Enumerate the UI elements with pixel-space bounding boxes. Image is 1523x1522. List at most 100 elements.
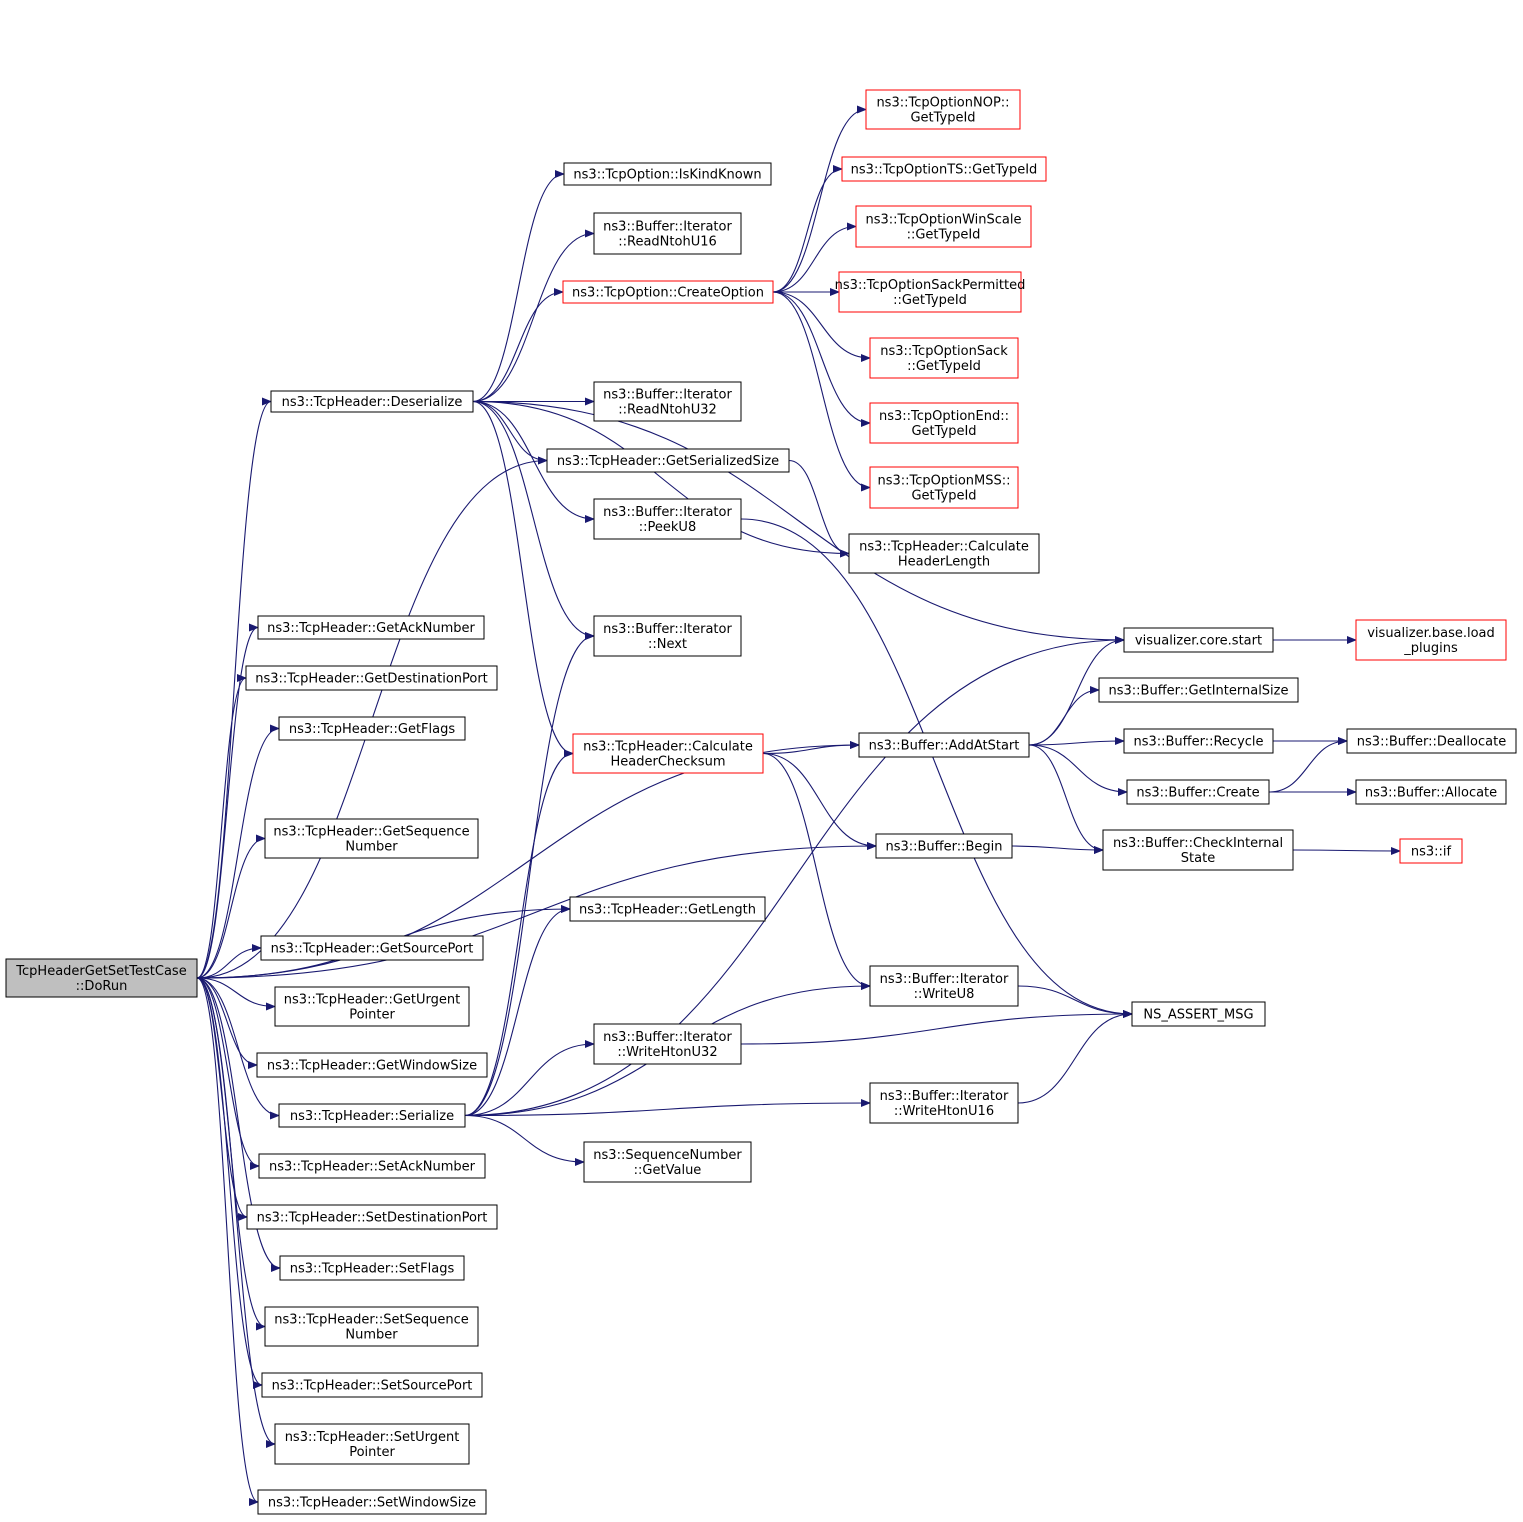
- node-nsif-label-0: ns3::if: [1411, 845, 1452, 860]
- node-getsourceport[interactable]: ns3::TcpHeader::GetSourcePort: [260, 935, 484, 961]
- node-setacknumber[interactable]: ns3::TcpHeader::SetAckNumber: [258, 1153, 486, 1179]
- node-setdestport[interactable]: ns3::TcpHeader::SetDestinationPort: [246, 1204, 498, 1230]
- node-setflags-box: [279, 1255, 465, 1281]
- node-nsif[interactable]: ns3::if: [1399, 838, 1463, 864]
- node-calcchecksum-label-0: ns3::TcpHeader::Calculate: [583, 740, 753, 755]
- node-setwindowsize-box: [257, 1489, 487, 1515]
- node-getacknumber[interactable]: ns3::TcpHeader::GetAckNumber: [257, 615, 485, 640]
- node-readntohu16[interactable]: ns3::Buffer::Iterator::ReadNtohU16: [593, 212, 742, 255]
- node-calcchecksum-box: [572, 733, 764, 774]
- node-dorun-label-1: ::DoRun: [76, 979, 128, 994]
- node-vizstart[interactable]: visualizer.core.start: [1123, 627, 1274, 653]
- node-getsourceport-label-0: ns3::TcpHeader::GetSourcePort: [271, 942, 474, 957]
- node-setdestport-label-0: ns3::TcpHeader::SetDestinationPort: [257, 1211, 488, 1226]
- node-create[interactable]: ns3::Buffer::Create: [1126, 779, 1270, 805]
- node-getlength[interactable]: ns3::TcpHeader::GetLength: [569, 896, 766, 922]
- node-sack[interactable]: ns3::TcpOptionSack::GetTypeId: [869, 337, 1019, 379]
- edge-deserialize-to-vizstart: [472, 400, 1125, 644]
- node-end-label-1: GetTypeId: [911, 424, 976, 439]
- node-setsourceport[interactable]: ns3::TcpHeader::SetSourcePort: [261, 1372, 483, 1398]
- node-sack-box: [869, 337, 1019, 379]
- node-sackperm-label-1: ::GetTypeId: [893, 293, 967, 308]
- node-sackperm-label-0: ns3::TcpOptionSackPermitted: [835, 278, 1026, 293]
- node-writehtonu32[interactable]: ns3::Buffer::Iterator::WriteHtonU32: [593, 1023, 742, 1065]
- node-getinternalsize[interactable]: ns3::Buffer::GetInternalSize: [1098, 677, 1299, 703]
- node-end-label-0: ns3::TcpOptionEnd::: [879, 409, 1009, 424]
- edge-deserialize-to-calcchecksum: [472, 400, 574, 758]
- node-writehtonu16-label-0: ns3::Buffer::Iterator: [880, 1089, 1009, 1104]
- edge-serialize-to-seqgetvalue: [464, 1114, 585, 1166]
- node-loadplugins-label-0: visualizer.base.load: [1367, 626, 1495, 641]
- node-setsourceport-box: [261, 1372, 483, 1398]
- node-setacknumber-box: [258, 1153, 486, 1179]
- node-loadplugins-label-1: _plugins: [1403, 641, 1458, 656]
- edge-addatstart-to-recycle: [1028, 737, 1125, 746]
- node-setwindowsize[interactable]: ns3::TcpHeader::SetWindowSize: [257, 1489, 487, 1515]
- node-loadplugins[interactable]: visualizer.base.load_plugins: [1355, 619, 1507, 661]
- node-getflags[interactable]: ns3::TcpHeader::GetFlags: [278, 716, 466, 741]
- node-end[interactable]: ns3::TcpOptionEnd::GetTypeId: [869, 402, 1019, 444]
- node-deallocate[interactable]: ns3::Buffer::Deallocate: [1346, 728, 1517, 754]
- node-deserialize[interactable]: ns3::TcpHeader::Deserialize: [270, 390, 474, 413]
- node-getdestport[interactable]: ns3::TcpHeader::GetDestinationPort: [245, 665, 498, 691]
- node-nop[interactable]: ns3::TcpOptionNOP::GetTypeId: [865, 89, 1021, 130]
- node-serialize-label-0: ns3::TcpHeader::Serialize: [290, 1109, 454, 1124]
- edge-addatstart-to-getinternalsize: [1028, 686, 1100, 746]
- edge-deserialize-to-getserializedsize: [472, 400, 548, 465]
- node-getserializedsize[interactable]: ns3::TcpHeader::GetSerializedSize: [546, 448, 790, 473]
- edge-writeu8-to-nsassert: [1017, 985, 1133, 1018]
- edge-deserialize-to-iskindknown: [472, 170, 565, 403]
- node-deserialize-label-0: ns3::TcpHeader::Deserialize: [282, 395, 463, 410]
- edge-createoption-to-ts: [772, 165, 843, 293]
- edge-dorun-to-getflags: [196, 724, 280, 979]
- node-seturgentptr-label-0: ns3::TcpHeader::SetUrgent: [285, 1430, 460, 1445]
- node-getlength-label-0: ns3::TcpHeader::GetLength: [579, 903, 756, 918]
- node-writehtonu32-label-0: ns3::Buffer::Iterator: [603, 1030, 732, 1045]
- node-setacknumber-label-0: ns3::TcpHeader::SetAckNumber: [269, 1160, 476, 1175]
- node-peeku8[interactable]: ns3::Buffer::Iterator::PeekU8: [593, 498, 742, 540]
- node-setflags[interactable]: ns3::TcpHeader::SetFlags: [279, 1255, 465, 1281]
- node-mss[interactable]: ns3::TcpOptionMSS::GetTypeId: [869, 466, 1019, 509]
- node-createoption[interactable]: ns3::TcpOption::CreateOption: [562, 280, 774, 304]
- node-serialize[interactable]: ns3::TcpHeader::Serialize: [278, 1103, 466, 1128]
- edge-dorun-to-getseqnumber: [196, 834, 266, 979]
- node-layer: TcpHeaderGetSetTestCase::DoRunns3::TcpHe…: [5, 89, 1517, 1515]
- node-addatstart[interactable]: ns3::Buffer::AddAtStart: [858, 732, 1030, 758]
- edge-serialize-to-writehtonu32: [464, 1040, 595, 1117]
- node-getseqnumber-box: [264, 818, 479, 859]
- node-next-label-0: ns3::Buffer::Iterator: [603, 622, 732, 637]
- node-readntohu32[interactable]: ns3::Buffer::Iterator::ReadNtohU32: [593, 381, 742, 422]
- node-iskindknown[interactable]: ns3::TcpOption::IsKindKnown: [563, 162, 772, 186]
- node-recycle[interactable]: ns3::Buffer::Recycle: [1123, 728, 1274, 754]
- node-seqgetvalue[interactable]: ns3::SequenceNumber::GetValue: [583, 1141, 752, 1183]
- node-winscale[interactable]: ns3::TcpOptionWinScale::GetTypeId: [855, 205, 1032, 248]
- node-ts[interactable]: ns3::TcpOptionTS::GetTypeId: [841, 156, 1047, 182]
- edge-dorun-to-setwindowsize: [196, 977, 259, 1506]
- node-allocate[interactable]: ns3::Buffer::Allocate: [1355, 779, 1507, 805]
- edge-deserialize-to-readntohu16: [472, 229, 595, 403]
- node-iskindknown-box: [563, 162, 772, 186]
- node-nsassert[interactable]: NS_ASSERT_MSG: [1131, 1001, 1266, 1027]
- node-next[interactable]: ns3::Buffer::Iterator::Next: [593, 615, 742, 657]
- node-sackperm[interactable]: ns3::TcpOptionSackPermitted::GetTypeId: [835, 271, 1026, 313]
- node-readntohu16-label-0: ns3::Buffer::Iterator: [603, 220, 732, 235]
- node-dorun[interactable]: TcpHeaderGetSetTestCase::DoRun: [5, 958, 198, 998]
- node-vizstart-label-0: visualizer.core.start: [1135, 634, 1262, 649]
- node-recycle-box: [1123, 728, 1274, 754]
- node-readntohu16-box: [593, 212, 742, 255]
- node-begin[interactable]: ns3::Buffer::Begin: [875, 833, 1013, 859]
- node-checkinternal-label-1: State: [1181, 851, 1215, 866]
- node-getwindowsize[interactable]: ns3::TcpHeader::GetWindowSize: [256, 1052, 488, 1078]
- node-writeu8[interactable]: ns3::Buffer::Iterator::WriteU8: [869, 965, 1019, 1007]
- node-mss-box: [869, 466, 1019, 509]
- edge-dorun-to-getsourceport: [196, 944, 262, 979]
- node-writehtonu16[interactable]: ns3::Buffer::Iterator::WriteHtonU16: [869, 1082, 1019, 1124]
